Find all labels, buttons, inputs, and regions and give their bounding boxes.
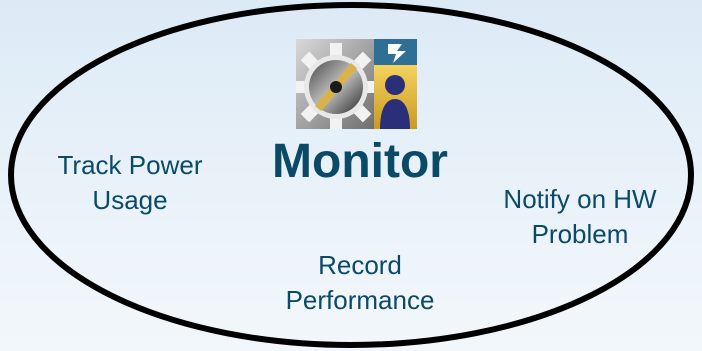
item-text-line: Track Power [57, 150, 203, 180]
item-notify-hw-problem: Notify on HW Problem [470, 182, 690, 252]
item-track-power-usage: Track Power Usage [20, 148, 240, 218]
gear-and-person-icon [292, 39, 417, 131]
item-text-line: Performance [285, 285, 435, 315]
item-text-line: Record [318, 250, 402, 280]
item-text-line: Problem [531, 219, 629, 249]
item-text-line: Usage [92, 185, 168, 215]
center-title: Monitor [272, 135, 448, 188]
item-record-performance: Record Performance [250, 248, 470, 318]
item-text-line: Notify on HW [503, 184, 657, 214]
